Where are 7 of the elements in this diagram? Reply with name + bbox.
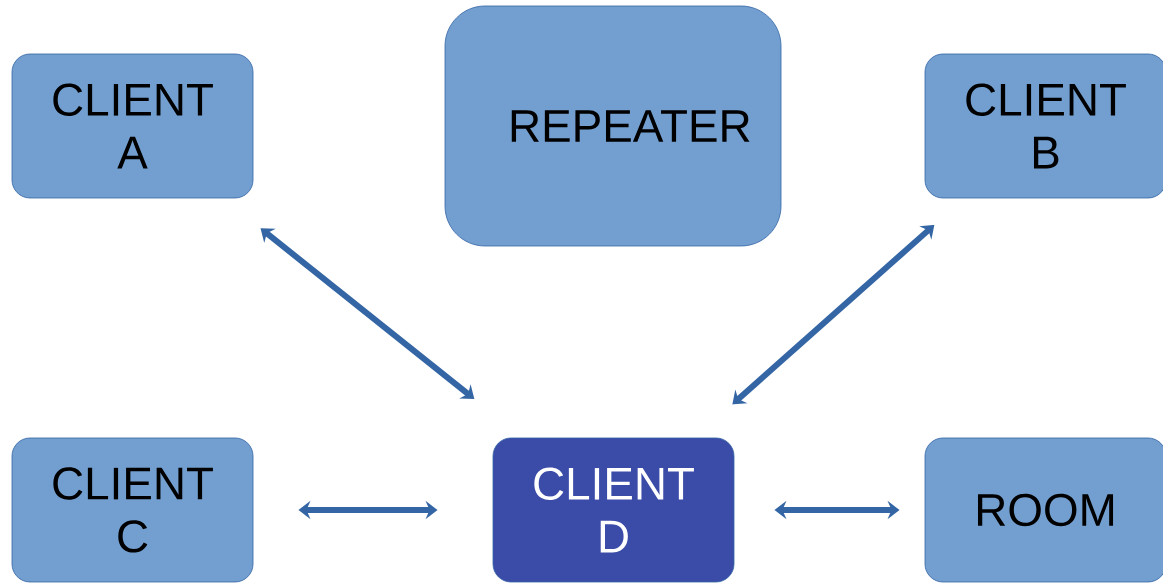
- box: CLIENT B: [924, 53, 1163, 199]
- box: CLIENT D: [492, 437, 735, 583]
- double-arrow: [260, 228, 475, 399]
- box: CLIENT A: [11, 53, 254, 199]
- box: REPEATER: [444, 5, 782, 247]
- box: CLIENT C: [11, 437, 254, 583]
- box: ROOM: [924, 437, 1163, 583]
